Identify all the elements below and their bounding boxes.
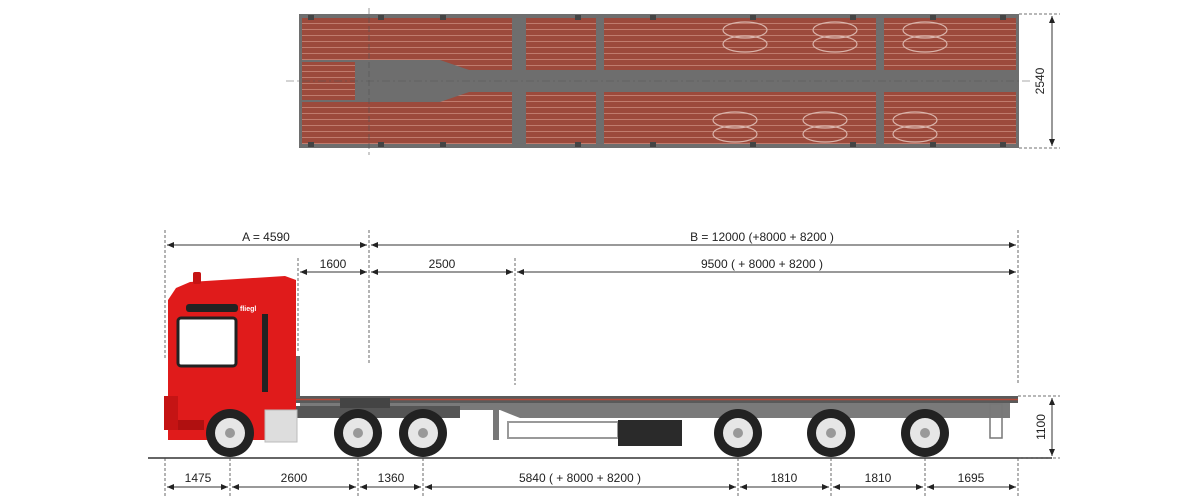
dim-label-9500: 9500 ( + 8000 + 8200 ) bbox=[701, 257, 823, 271]
cab-brand: fliegl bbox=[240, 306, 256, 313]
headboard bbox=[295, 356, 300, 398]
dim-label-1475: 1475 bbox=[185, 471, 212, 485]
dim-label-B: B = 12000 (+8000 + 8200 ) bbox=[690, 230, 834, 244]
dim-label-A: A = 4590 bbox=[242, 230, 290, 244]
dim-label-1600: 1600 bbox=[320, 257, 347, 271]
dim-label-1695: 1695 bbox=[958, 471, 985, 485]
cab-door-pillar bbox=[262, 314, 268, 392]
side-guard bbox=[507, 421, 619, 439]
dim-label-1810-a: 1810 bbox=[771, 471, 798, 485]
front-bumper bbox=[164, 396, 178, 430]
cab-sun-visor bbox=[186, 304, 238, 312]
dim-label-2600: 2600 bbox=[281, 471, 308, 485]
wheel-trailer-3 bbox=[901, 409, 949, 457]
stake-pockets bbox=[308, 15, 1006, 147]
toolbox bbox=[618, 420, 682, 446]
dim-label-1100: 1100 bbox=[1034, 414, 1048, 440]
cab-window bbox=[176, 316, 238, 368]
landing-gear bbox=[493, 410, 499, 440]
cross-member bbox=[596, 18, 604, 144]
wheel-drive-2 bbox=[399, 409, 447, 457]
dim-label-1360: 1360 bbox=[378, 471, 405, 485]
wheel-steer bbox=[206, 409, 254, 457]
side-skirt bbox=[264, 409, 298, 443]
width-dimension-label: 2540 bbox=[1033, 67, 1047, 94]
dim-label-2500: 2500 bbox=[429, 257, 456, 271]
cab-step bbox=[174, 420, 204, 430]
extension-lines bbox=[164, 230, 1060, 496]
cross-member bbox=[512, 18, 526, 144]
truck-side-view: fliegl bbox=[148, 230, 1060, 496]
trailer-top-view: 2540 bbox=[286, 8, 1060, 155]
ladder bbox=[989, 403, 1003, 439]
wheels bbox=[206, 409, 949, 457]
wheel-drive-1 bbox=[334, 409, 382, 457]
dim-label-5840: 5840 ( + 8000 + 8200 ) bbox=[519, 471, 641, 485]
wheel-outlines bbox=[712, 21, 948, 143]
cab-exhaust bbox=[193, 272, 201, 284]
fifth-wheel bbox=[340, 398, 390, 408]
wheel-trailer-2 bbox=[807, 409, 855, 457]
wheel-trailer-1 bbox=[714, 409, 762, 457]
dim-label-1810-b: 1810 bbox=[865, 471, 892, 485]
